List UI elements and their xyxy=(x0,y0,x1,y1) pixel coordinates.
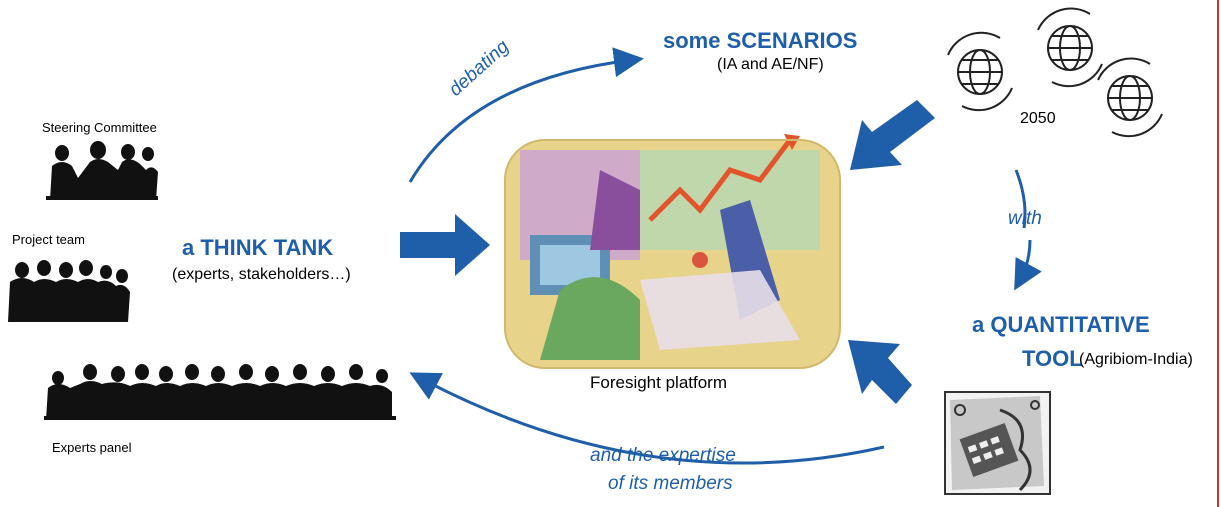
foresight-platform-caption: Foresight platform xyxy=(590,373,727,392)
foresight-platform-image xyxy=(504,134,841,369)
expertise-label-line1: and the expertise xyxy=(590,445,736,466)
scenarios-subtitle: (IA and AE/NF) xyxy=(717,56,824,73)
scenario-arrow xyxy=(850,100,935,170)
globe-icon xyxy=(947,31,1013,112)
expertise-label-line2: of its members xyxy=(608,473,733,494)
project-team-silhouette xyxy=(8,260,130,322)
big-arrows xyxy=(400,100,935,404)
right-edge-line xyxy=(1217,0,1219,507)
calculator-icon xyxy=(944,391,1051,495)
scenarios-title: some SCENARIOS xyxy=(663,28,858,53)
globe-icons xyxy=(947,7,1163,138)
quant-tool-title-line1: a QUANTITATIVE xyxy=(972,312,1150,337)
experts-panel-label: Experts panel xyxy=(52,440,132,455)
year-label: 2050 xyxy=(1020,110,1056,127)
with-arrow xyxy=(1016,169,1030,280)
quant-tool-title-line2: TOOL xyxy=(1022,346,1083,371)
tool-arrow xyxy=(848,340,912,404)
project-team-label: Project team xyxy=(12,232,85,247)
experts-panel-silhouette xyxy=(44,364,396,420)
think-tank-subtitle: (experts, stakeholders…) xyxy=(172,266,351,283)
globe-icon xyxy=(1037,7,1103,88)
steering-committee-silhouette xyxy=(46,141,158,200)
curved-arrows xyxy=(408,47,1030,465)
globe-icon xyxy=(1097,57,1163,138)
steering-committee-label: Steering Committee xyxy=(42,120,157,135)
with-label: with xyxy=(1008,208,1042,229)
quant-tool-subtitle: (Agribiom-India) xyxy=(1079,351,1193,368)
debating-arrow xyxy=(408,47,644,183)
think-tank-title: a THINK TANK xyxy=(182,235,334,260)
think-tank-arrow xyxy=(400,214,490,276)
expertise-arrow xyxy=(409,372,885,465)
